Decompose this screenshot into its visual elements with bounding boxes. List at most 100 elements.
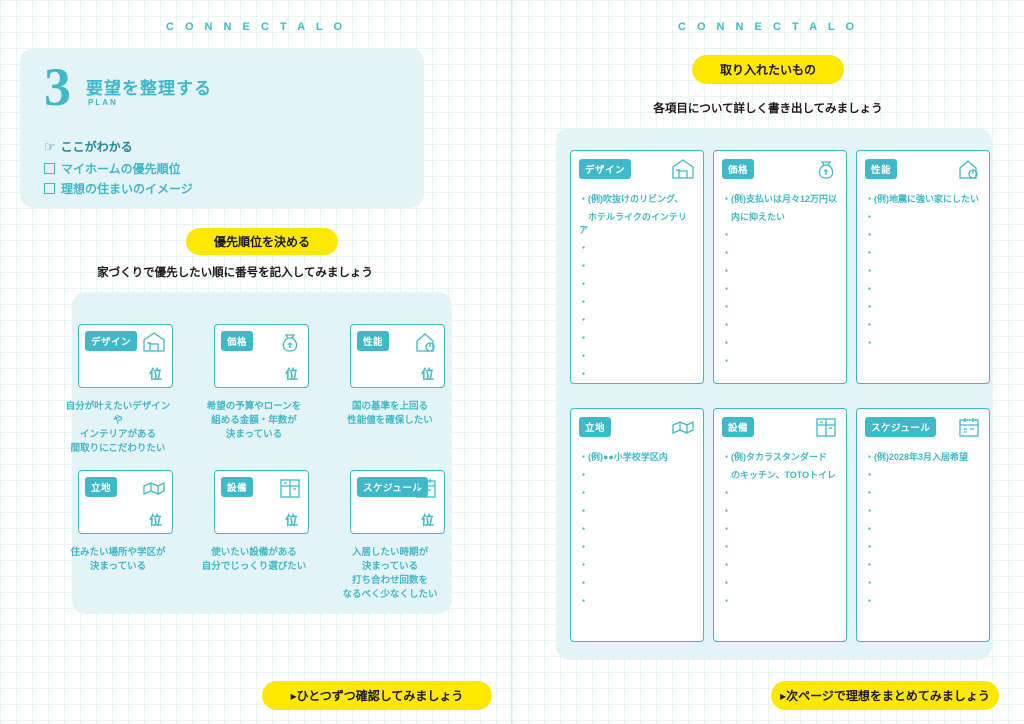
blank-line[interactable]: ・: [865, 338, 875, 348]
brand-logo-left: C O N N E C T A L O: [165, 21, 347, 33]
note-card-performance[interactable]: 性能 ・(例)地震に強い家にしたい ・ ・ ・ ・ ・ ・ ・ ・: [856, 150, 990, 384]
priority-card-performance[interactable]: 性能 位: [350, 324, 445, 388]
step-header-panel: 3 要望を整理する PLAN ☞ ここがわかる マイホームの優先順位 理想の住ま…: [20, 48, 424, 208]
note-lines[interactable]: ・(例)支払いは月々12万円以 内に抑えたい ・ ・ ・ ・ ・ ・ ・ ・: [722, 193, 838, 373]
blank-line[interactable]: ・: [865, 302, 875, 312]
blank-line[interactable]: ・: [579, 279, 589, 289]
priority-desc-design: 自分が叶えたいデザインやインテリアがある間取りにこだわりたい: [65, 401, 171, 454]
blank-line[interactable]: ・: [865, 320, 875, 330]
priority-desc-schedule: 入居したい時期が決まっている打ち合わせ回数をなるべく少なくしたい: [342, 547, 438, 600]
blank-line[interactable]: ・: [865, 266, 875, 276]
note-lines[interactable]: ・(例)タカラスタンダード のキッチン、TOTOトイレ ・ ・ ・ ・ ・ ・ …: [722, 451, 838, 613]
note-entry: ・(例)タカラスタンダード: [722, 452, 827, 462]
priority-desc-location: 住みたい場所や学区が決まっている: [70, 547, 166, 572]
priority-card-design[interactable]: デザイン 位: [78, 324, 173, 388]
priority-desc-equipment: 使いたい設備がある自分でじっくり選びたい: [201, 547, 307, 572]
blank-line[interactable]: ・: [579, 542, 589, 552]
note-card-design[interactable]: デザイン ・(例)吹抜けのリビング、 ホテルライクのインテリア ・ ・ ・ ・ …: [570, 150, 704, 384]
rank-unit[interactable]: 位: [284, 513, 298, 528]
blank-line[interactable]: ・: [579, 524, 589, 534]
blank-line[interactable]: ・: [579, 506, 589, 516]
right-bottom-pill[interactable]: ▸次ページで理想をまとめてみましょう: [771, 681, 999, 710]
blank-line[interactable]: ・: [722, 596, 732, 606]
blank-line[interactable]: ・: [865, 470, 875, 480]
blank-line[interactable]: ・: [722, 524, 732, 534]
blank-line[interactable]: ・: [579, 351, 589, 361]
rank-unit[interactable]: 位: [148, 513, 162, 528]
blank-line[interactable]: ・: [865, 524, 875, 534]
blank-line[interactable]: ・: [579, 488, 589, 498]
calendar-icon: [413, 476, 439, 500]
priority-card-equipment[interactable]: 設備 位: [214, 470, 309, 534]
blank-line[interactable]: ・: [579, 369, 589, 379]
checkbox-icon: [44, 163, 55, 174]
blank-line[interactable]: ・: [579, 297, 589, 307]
note-entry: 内に抑えたい: [722, 212, 786, 222]
card-label: 価格: [221, 331, 254, 351]
note-card-location[interactable]: 立地 ・(例)●●小学校学区内 ・ ・ ・ ・ ・ ・ ・ ・: [570, 408, 704, 642]
blank-line[interactable]: ・: [722, 560, 732, 570]
note-card-schedule[interactable]: スケジュール ・(例)2028年3月入居希望 ・ ・ ・ ・ ・ ・ ・ ・: [856, 408, 990, 642]
rank-unit[interactable]: 位: [420, 367, 434, 382]
blank-line[interactable]: ・: [865, 596, 875, 606]
blank-line[interactable]: ・: [579, 578, 589, 588]
card-label: 設備: [722, 417, 755, 437]
blank-line[interactable]: ・: [579, 560, 589, 570]
left-bottom-pill[interactable]: ▸ひとつずつ確認してみましょう: [262, 681, 492, 710]
blank-line[interactable]: ・: [865, 560, 875, 570]
card-label: 性能: [357, 331, 390, 351]
blank-line[interactable]: ・: [579, 261, 589, 271]
priority-card-location[interactable]: 立地 位: [78, 470, 173, 534]
blank-line[interactable]: ・: [722, 356, 732, 366]
rank-unit[interactable]: 位: [420, 513, 434, 528]
blank-line[interactable]: ・: [865, 578, 875, 588]
blank-line[interactable]: ・: [722, 248, 732, 258]
blank-line[interactable]: ・: [865, 248, 875, 258]
note-entry: ホテルライクのインテリア: [579, 212, 687, 235]
card-label: 設備: [221, 477, 254, 497]
blank-line[interactable]: ・: [722, 320, 732, 330]
note-lines[interactable]: ・(例)吹抜けのリビング、 ホテルライクのインテリア ・ ・ ・ ・ ・ ・ ・…: [579, 193, 695, 386]
kitchen-icon: [813, 415, 839, 439]
card-label: スケジュール: [865, 417, 937, 437]
thermometer-house-icon: [413, 330, 439, 354]
note-lines[interactable]: ・(例)2028年3月入居希望 ・ ・ ・ ・ ・ ・ ・ ・: [865, 451, 981, 613]
blank-line[interactable]: ・: [579, 596, 589, 606]
note-card-price[interactable]: 価格 ・(例)支払いは月々12万円以 内に抑えたい ・ ・ ・ ・ ・ ・ ・ …: [713, 150, 847, 384]
checklist-label-1: マイホームの優先順位: [61, 162, 181, 176]
blank-line[interactable]: ・: [722, 488, 732, 498]
blank-line[interactable]: ・: [722, 506, 732, 516]
blank-line[interactable]: ・: [722, 284, 732, 294]
rank-unit[interactable]: 位: [284, 367, 298, 382]
money-bag-icon: [813, 157, 839, 181]
blank-line[interactable]: ・: [865, 212, 875, 222]
blank-line[interactable]: ・: [579, 470, 589, 480]
blank-line[interactable]: ・: [722, 542, 732, 552]
blank-line[interactable]: ・: [865, 284, 875, 294]
blank-line[interactable]: ・: [722, 302, 732, 312]
blank-line[interactable]: ・: [722, 230, 732, 240]
left-page: C O N N E C T A L O 3 要望を整理する PLAN ☞ ここが…: [20, 21, 492, 710]
priority-card-schedule[interactable]: スケジュール 位: [350, 470, 445, 534]
blank-line[interactable]: ・: [865, 506, 875, 516]
blank-line[interactable]: ・: [722, 266, 732, 276]
blank-line[interactable]: ・: [865, 542, 875, 552]
note-card-equipment[interactable]: 設備 ・(例)タカラスタンダード のキッチン、TOTOトイレ ・ ・ ・ ・ ・…: [713, 408, 847, 642]
blank-line[interactable]: ・: [579, 333, 589, 343]
blank-line[interactable]: ・: [722, 578, 732, 588]
rank-unit[interactable]: 位: [148, 367, 162, 382]
here-you-learn-label: ここがわかる: [60, 140, 133, 154]
card-label: 立地: [579, 417, 612, 437]
adopt-pill: 取り入れたいもの: [692, 55, 844, 84]
note-lines[interactable]: ・(例)●●小学校学区内 ・ ・ ・ ・ ・ ・ ・ ・: [579, 451, 695, 613]
blank-line[interactable]: ・: [722, 338, 732, 348]
priority-card-price[interactable]: 価格 位: [214, 324, 309, 388]
kitchen-icon: [277, 476, 303, 500]
note-lines[interactable]: ・(例)地震に強い家にしたい ・ ・ ・ ・ ・ ・ ・ ・: [865, 193, 981, 355]
blank-line[interactable]: ・: [865, 488, 875, 498]
blank-line[interactable]: ・: [579, 243, 589, 253]
blank-line[interactable]: ・: [579, 315, 589, 325]
blank-line[interactable]: ・: [865, 230, 875, 240]
priority-pill: 優先順位を決める: [186, 228, 338, 255]
page-title: 要望を整理する: [86, 79, 212, 98]
